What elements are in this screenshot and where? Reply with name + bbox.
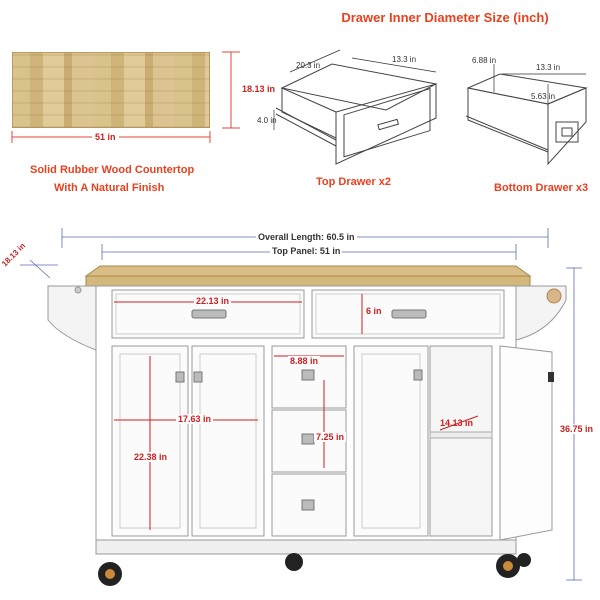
total-height-dim: 36.75 in [560,424,594,434]
countertop-sample-image [12,52,210,128]
shelf-depth-dim: 14.13 in [440,418,474,428]
door-height-dim: 22.38 in [132,452,170,462]
door-width-dim: 17.63 in [176,414,214,424]
top-drawer-width-label: 13.3 in [392,55,417,64]
countertop-caption-line1: Solid Rubber Wood Countertop [30,164,195,176]
top-drawer-height-label: 4.0 in [257,116,277,125]
top-drawer-caption: Top Drawer x2 [316,176,391,188]
top-drawer-width-dim: 22.13 in [194,296,232,306]
top-panel-label: Top Panel: 51 in [270,246,343,256]
overall-length-label: Overall Length: 60.5 in [256,232,357,242]
bottom-drawer-depth-label: 6.88 in [472,56,497,65]
top-drawer-depth-label: 20.3 in [296,61,321,70]
bottom-drawer-width-label: 13.3 in [536,63,561,72]
countertop-width-label: 51 in [92,132,119,142]
top-drawer-height-dim: 6 in [366,306,382,316]
page-title: Drawer Inner Diameter Size (inch) [341,10,549,25]
bottom-drawer-caption: Bottom Drawer x3 [494,182,589,194]
countertop-caption-line2: With A Natural Finish [54,182,165,194]
small-drawer-width-dim: 8.88 in [288,356,321,366]
small-drawer-height-dim: 7.25 in [314,432,347,442]
bottom-drawer-height-label: 5.63 in [531,92,556,101]
countertop-depth-label: 18.13 in [242,84,276,94]
